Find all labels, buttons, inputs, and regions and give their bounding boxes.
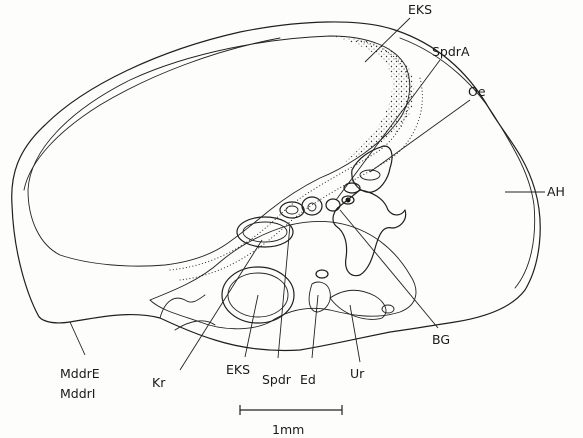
leader-mddr bbox=[70, 322, 85, 355]
label-ed: Ed bbox=[300, 372, 316, 387]
leader-spdra bbox=[336, 60, 440, 200]
cavity-upper bbox=[28, 36, 410, 266]
label-eks-bottom: EKS bbox=[226, 362, 250, 377]
label-bg: BG bbox=[432, 332, 450, 347]
label-oe: Oe bbox=[468, 84, 486, 99]
skin-inner-line bbox=[400, 38, 535, 288]
ed-structure bbox=[316, 270, 328, 278]
central-stem bbox=[333, 190, 406, 276]
ur-vessel bbox=[382, 305, 394, 313]
outer-outline bbox=[12, 22, 540, 351]
leader-ed bbox=[312, 295, 318, 358]
leader-ur bbox=[350, 305, 360, 362]
label-ur: Ur bbox=[350, 366, 365, 381]
fold-left bbox=[160, 295, 205, 318]
leader-eks-bottom bbox=[245, 295, 258, 357]
label-ah: AH bbox=[547, 184, 565, 199]
label-mddri: MddrI bbox=[60, 386, 95, 401]
label-mddre: MddrE bbox=[60, 366, 100, 381]
label-eks-top: EKS bbox=[408, 2, 432, 17]
ed-body bbox=[309, 282, 330, 312]
cavity-rim-dots bbox=[170, 40, 410, 270]
vessel-cluster bbox=[280, 183, 360, 218]
label-kr: Kr bbox=[152, 375, 166, 390]
label-spdr: Spdr bbox=[262, 372, 292, 387]
label-scale: 1mm bbox=[272, 422, 304, 437]
kr-inner bbox=[243, 222, 287, 242]
scale-bar bbox=[240, 405, 342, 415]
kr-oval bbox=[237, 217, 293, 247]
skin-double-line bbox=[24, 38, 280, 190]
label-spdra: SpdrA bbox=[432, 44, 470, 59]
